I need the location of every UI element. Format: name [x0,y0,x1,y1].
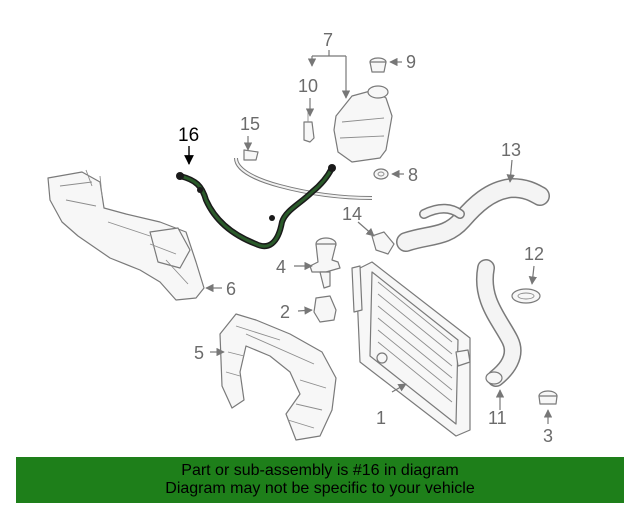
part-8-grommet [373,168,389,180]
part-2-block [313,295,337,323]
part-5-radiator-support [219,313,337,441]
part-1-radiator [351,261,471,437]
callout-15: 15 [240,114,260,134]
part-4-valve [309,237,341,289]
callout-14: 14 [342,204,362,224]
part-6-air-duct [47,169,205,301]
banner-line-2: Diagram may not be specific to your vehi… [165,480,475,497]
part-10-sensor [303,110,315,143]
part-16-hose-highlighted [176,164,336,250]
callout-16: 16 [178,125,199,146]
part-13-hose [396,177,550,252]
part-7-expansion-tank [333,85,393,163]
part-11-hose [475,259,522,387]
parts-diagram: 1 2 3 4 5 6 7 8 9 10 11 12 13 14 15 16 [47,30,558,446]
callout-10: 10 [298,76,318,96]
leader-lines [184,50,553,424]
part-9-cap [369,57,387,73]
callout-1: 1 [376,408,386,428]
callout-13: 13 [501,140,521,160]
callout-3: 3 [543,426,553,446]
callout-4: 4 [276,257,286,277]
callout-12: 12 [524,244,544,264]
callout-5: 5 [194,343,204,363]
part-15-hose [234,149,373,200]
part-3-cap [538,390,558,405]
part-12-clamp [511,288,541,304]
banner-line-1: Part or sub-assembly is #16 in diagram [181,462,459,479]
callout-9: 9 [406,52,416,72]
callout-7: 7 [323,30,333,50]
info-banner: Part or sub-assembly is #16 in diagram D… [16,457,624,503]
callout-8: 8 [408,165,418,185]
callout-11: 11 [488,408,507,428]
part-14-clamp [371,231,395,255]
callout-2: 2 [280,302,290,322]
callout-6: 6 [226,279,236,299]
